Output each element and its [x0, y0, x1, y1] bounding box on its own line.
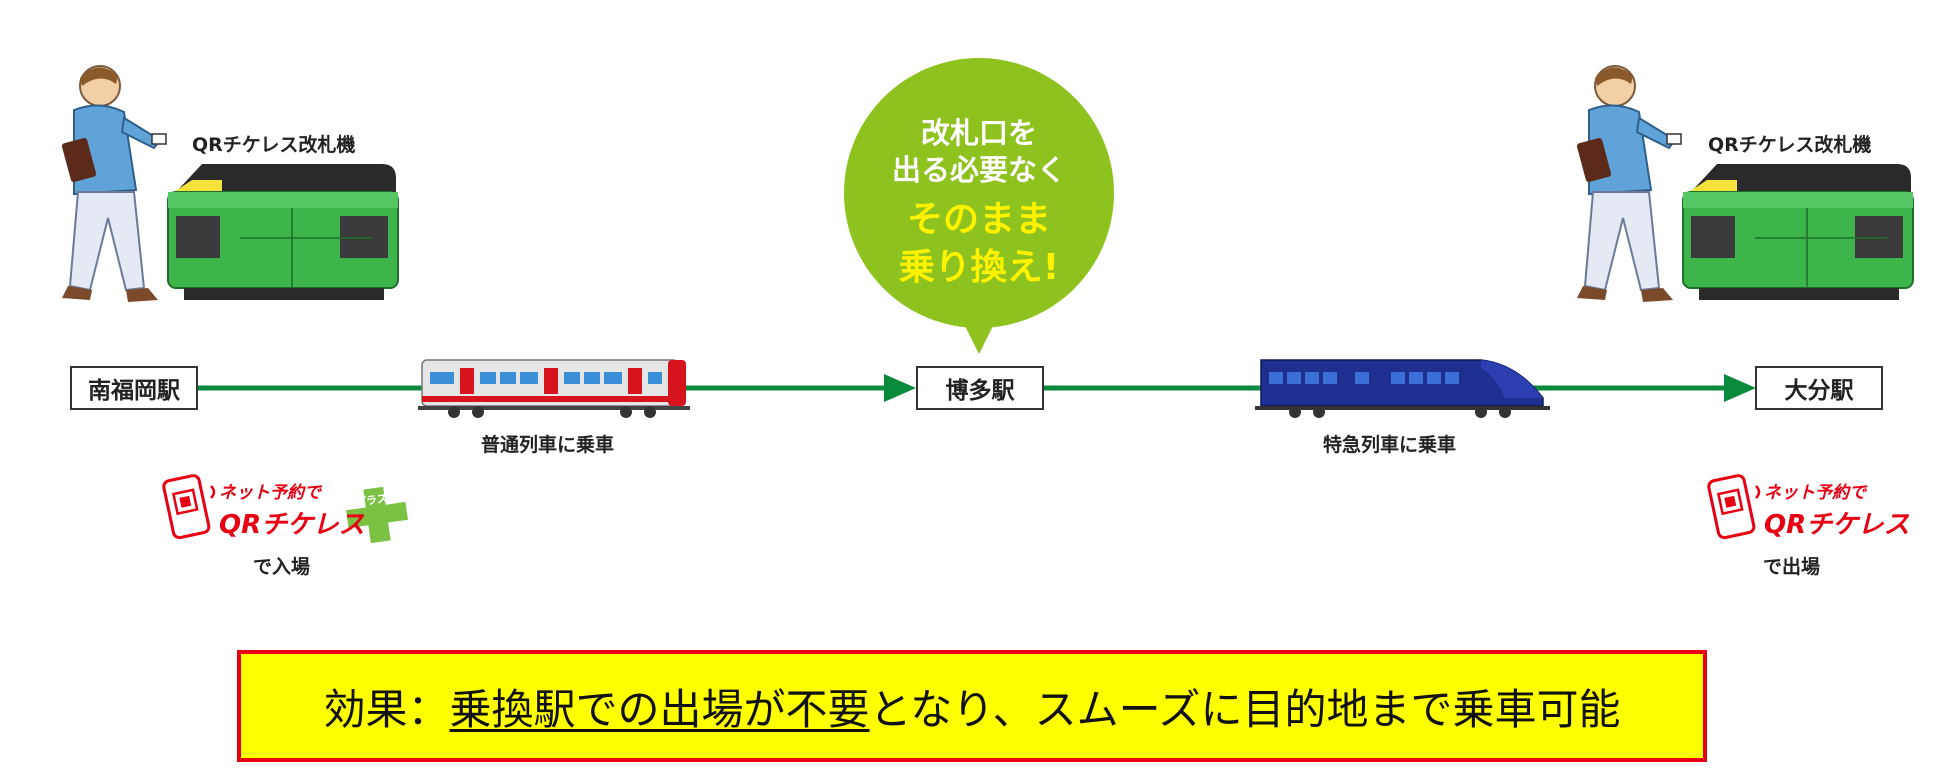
- passenger-right-illustration: [1576, 65, 1682, 302]
- local-train-illustration: [418, 359, 690, 418]
- effect-prefix: 効果：: [323, 684, 450, 734]
- logo-left-line1: ネット予約で: [219, 483, 321, 503]
- local-train-label: 普通列車に乗車: [481, 434, 615, 456]
- arrow-to-destination: [1724, 374, 1756, 402]
- passenger-left-illustration: [61, 65, 167, 302]
- effect-suffix: となり、スムーズに目的地まで乗車可能: [869, 684, 1621, 734]
- station-destination: 大分駅: [1755, 366, 1883, 410]
- effect-summary-box: 効果：乗換駅での出場が不要となり、スムーズに目的地まで乗車可能: [237, 650, 1707, 762]
- arrow-to-transfer: [884, 374, 916, 402]
- station-transfer: 博多駅: [916, 366, 1044, 410]
- phone-qr-icon: [1707, 474, 1756, 540]
- effect-emphasis: 乗換駅での出場が不要: [449, 684, 870, 734]
- logo-left: ネット予約で QRチケレス プラス: [155, 470, 415, 550]
- logo-right-caption: で出場: [1763, 556, 1821, 578]
- phone-qr-icon: [162, 474, 211, 540]
- logo-right-line2: QRチケレス: [1764, 510, 1910, 540]
- bubble-line-4: 乗り換え!: [898, 247, 1060, 288]
- bubble-line-1: 改札口を: [920, 116, 1037, 150]
- logo-left-line2: QRチケレス: [219, 510, 365, 540]
- bubble-line-2: 出る必要なく: [891, 153, 1066, 187]
- station-origin: 南福岡駅: [70, 366, 198, 410]
- logo-right-line1: ネット予約で: [1764, 483, 1866, 503]
- logo-right: ネット予約で QRチケレス: [1700, 470, 1910, 550]
- bubble-line-3: そのまま: [906, 199, 1051, 240]
- qr-gate-right: [1682, 164, 1914, 300]
- plus-badge-icon: [346, 486, 408, 544]
- gate-label-right: QRチケレス改札機: [1708, 134, 1872, 156]
- express-train-illustration: [1255, 359, 1550, 418]
- logo-left-caption: で入場: [253, 556, 311, 578]
- qr-gate-left: [167, 164, 399, 300]
- transfer-bubble: 改札口を 出る必要なく そのまま 乗り換え!: [840, 58, 1118, 358]
- gate-label-left: QRチケレス改札機: [192, 134, 356, 156]
- express-train-label: 特急列車に乗車: [1323, 434, 1457, 456]
